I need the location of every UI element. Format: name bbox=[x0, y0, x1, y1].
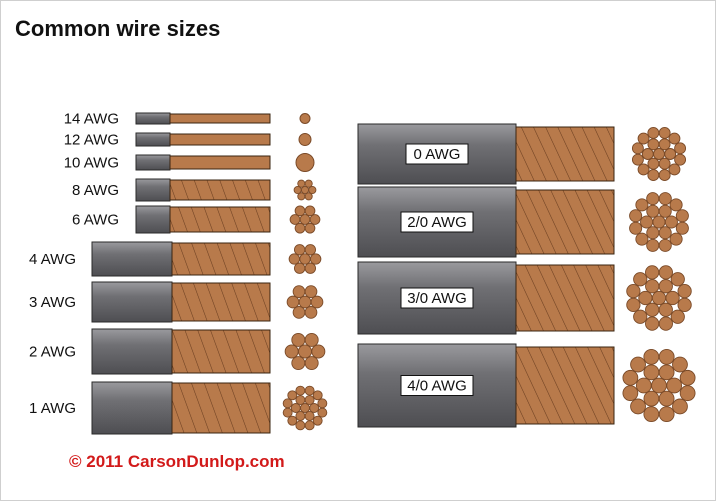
gauge-label-box bbox=[400, 211, 474, 233]
wire-gauge-label: 1 AWG bbox=[29, 400, 76, 417]
large-wire-list: 0 AWG 2/0 AWG 3/0 AWG 4/0 AWG bbox=[357, 123, 696, 428]
copper-conductor bbox=[171, 382, 271, 434]
copper-conductor bbox=[515, 126, 615, 182]
copper-conductor bbox=[515, 346, 615, 425]
insulation-jacket bbox=[91, 328, 173, 375]
conductor-cross-section bbox=[622, 348, 696, 423]
copper-conductor bbox=[169, 179, 271, 201]
large-wire-row: 2/0 AWG bbox=[357, 186, 689, 258]
insulation-jacket bbox=[91, 381, 173, 435]
conductor-cross-section bbox=[629, 192, 689, 252]
conductor-cross-section bbox=[284, 332, 326, 371]
conductor-cross-section bbox=[295, 153, 315, 172]
copper-conductor bbox=[169, 155, 271, 170]
copper-conductor bbox=[171, 282, 271, 322]
wire-gauge-label: 2/0 AWG bbox=[407, 214, 466, 231]
insulation-jacket bbox=[135, 205, 171, 234]
gauge-label-box bbox=[400, 287, 474, 309]
gauge-label-box bbox=[400, 375, 474, 396]
small-wire-row: 2 AWG bbox=[29, 328, 326, 375]
small-wire-row: 8 AWG bbox=[72, 178, 317, 202]
large-wire-row: 4/0 AWG bbox=[357, 343, 696, 428]
wire-gauge-label: 3 AWG bbox=[29, 294, 76, 311]
wire-gauge-label: 0 AWG bbox=[414, 146, 461, 163]
wire-gauge-label: 14 AWG bbox=[64, 111, 119, 128]
copper-conductor bbox=[171, 242, 271, 276]
small-wire-row: 10 AWG bbox=[64, 153, 315, 172]
conductor-cross-section bbox=[286, 285, 324, 319]
wire-gauge-label: 2 AWG bbox=[29, 344, 76, 361]
small-wire-list: 14 AWG 12 AWG 10 AWG 8 AWG 6 AWG 4 AWG 3 AWG 2 … bbox=[29, 111, 328, 435]
small-wire-row: 4 AWG bbox=[29, 241, 322, 277]
conductor-cross-section bbox=[282, 385, 328, 431]
insulation-jacket bbox=[91, 281, 173, 323]
copper-conductor bbox=[169, 133, 271, 146]
diagram-title: Common wire sizes bbox=[15, 16, 220, 41]
wire-gauge-label: 3/0 AWG bbox=[407, 290, 466, 307]
wire-gauge-label: 10 AWG bbox=[64, 155, 119, 172]
large-wire-row: 3/0 AWG bbox=[357, 261, 692, 335]
small-wire-row: 6 AWG bbox=[72, 205, 321, 234]
small-wire-row: 14 AWG bbox=[64, 111, 311, 128]
large-wire-row: 0 AWG bbox=[357, 123, 687, 185]
wire-gauge-label: 4 AWG bbox=[29, 251, 76, 268]
conductor-cross-section bbox=[299, 113, 311, 124]
insulation-jacket bbox=[135, 154, 171, 171]
copper-conductor bbox=[171, 329, 271, 374]
copper-conductor bbox=[169, 113, 271, 124]
copper-conductor bbox=[515, 189, 615, 255]
copper-conductor bbox=[515, 264, 615, 332]
insulation-jacket bbox=[135, 112, 171, 125]
insulation-jacket bbox=[91, 241, 173, 277]
insulation-jacket bbox=[135, 132, 171, 147]
conductor-cross-section bbox=[289, 205, 321, 234]
conductor-cross-section bbox=[288, 244, 322, 274]
gauge-label-box bbox=[405, 143, 469, 165]
small-wire-row: 1 AWG bbox=[29, 381, 328, 435]
wire-gauge-label: 6 AWG bbox=[72, 212, 119, 229]
wire-gauge-label: 4/0 AWG bbox=[407, 378, 466, 395]
small-wire-row: 12 AWG bbox=[64, 132, 312, 149]
copyright-notice: © 2011 CarsonDunlop.com bbox=[69, 452, 285, 471]
insulation-jacket bbox=[135, 178, 171, 202]
conductor-cross-section bbox=[293, 179, 317, 201]
copper-conductor bbox=[169, 206, 271, 233]
conductor-cross-section bbox=[631, 126, 687, 182]
conductor-cross-section bbox=[298, 133, 312, 146]
wire-gauge-label: 12 AWG bbox=[64, 132, 119, 149]
wire-gauge-label: 8 AWG bbox=[72, 182, 119, 199]
conductor-cross-section bbox=[626, 265, 692, 331]
small-wire-row: 3 AWG bbox=[29, 281, 324, 323]
